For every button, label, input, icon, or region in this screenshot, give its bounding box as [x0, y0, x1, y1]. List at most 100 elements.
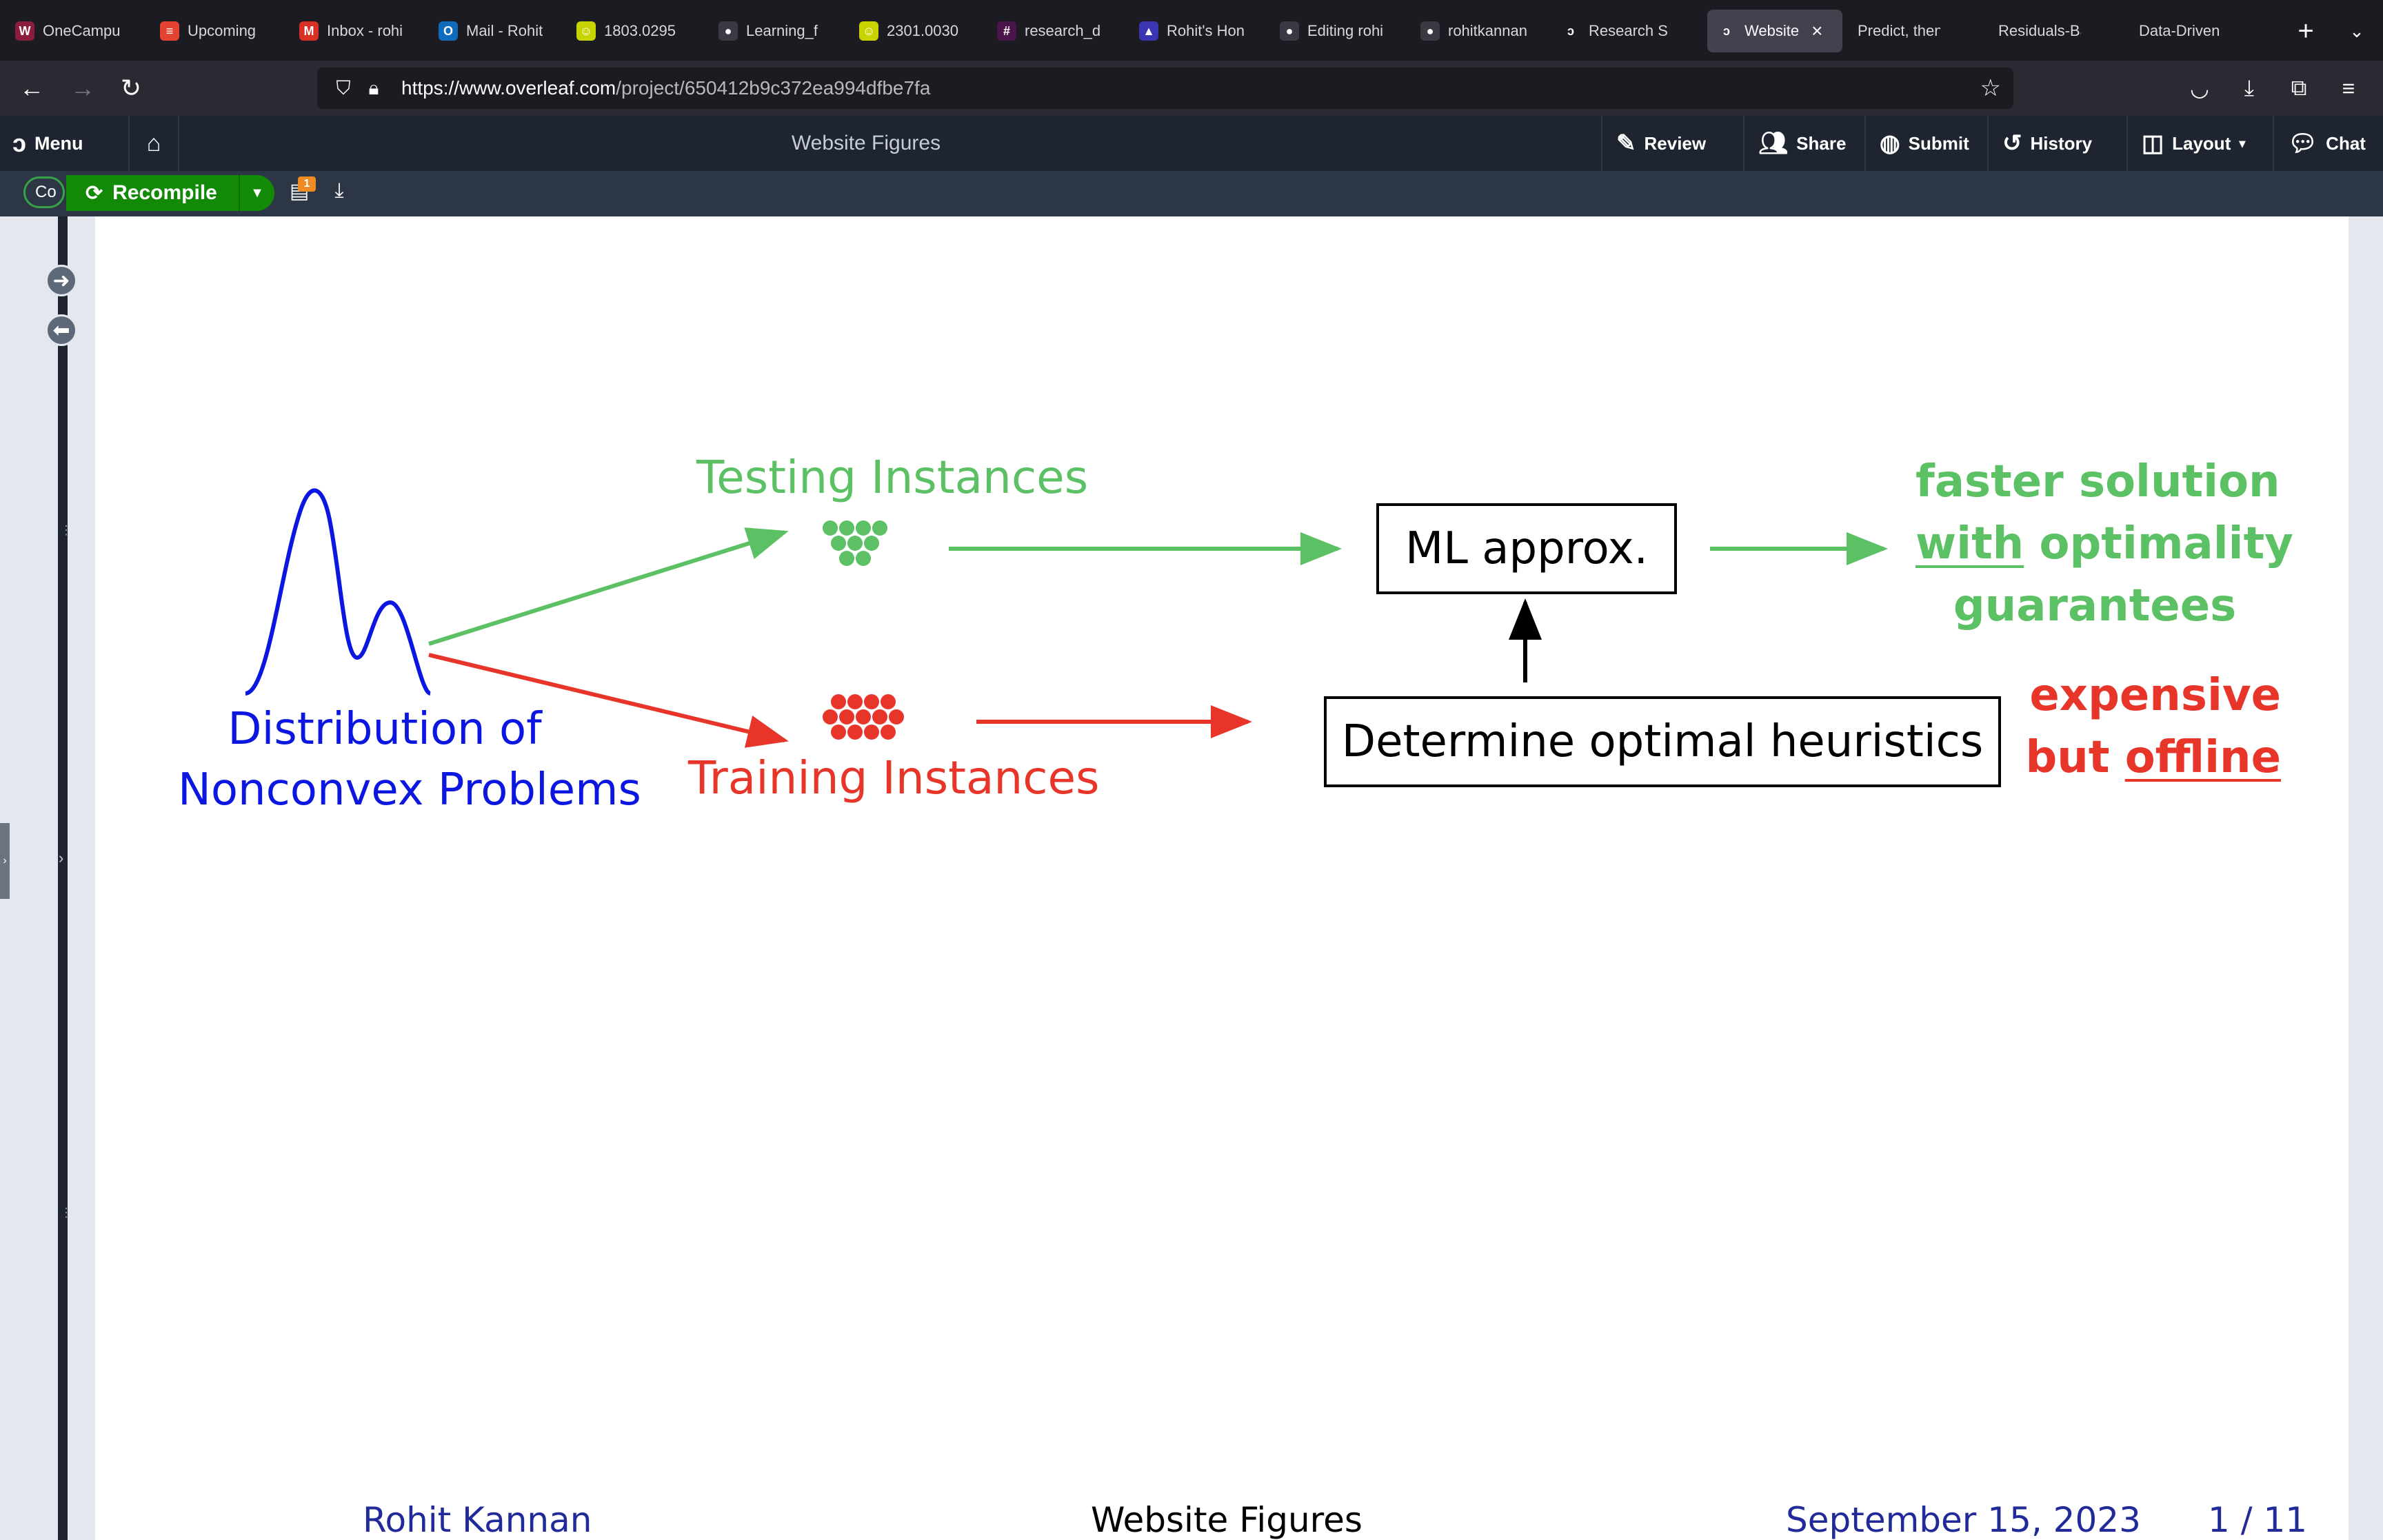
testing-instances-label: Testing Instances — [696, 451, 1089, 504]
extensions-icon[interactable]: ⧉ — [2291, 75, 2307, 100]
browser-tab[interactable]: ↄ Research S — [1551, 10, 1703, 52]
new-tab-button[interactable]: + — [2297, 15, 2314, 46]
sync-to-pdf-arrow-icon[interactable]: ➜ — [46, 265, 77, 296]
overleaf-icon: ↄ — [1561, 21, 1580, 41]
github-icon: ● — [1420, 21, 1440, 41]
home-icon[interactable]: ⌂ — [128, 116, 179, 171]
back-arrow-icon[interactable]: ← — [19, 74, 44, 102]
browser-nav-bar: ← → ↻ ⛉ 🔒︎ https://www.overleaf.com/proj… — [0, 61, 2383, 116]
pocket-icon[interactable]: ◡ — [2190, 76, 2209, 101]
forward-arrow-icon[interactable]: → — [70, 74, 95, 102]
training-instances-label: Training Instances — [688, 751, 1100, 804]
share-label: Share — [1796, 132, 1847, 154]
drag-handle-icon[interactable]: ⋮ — [60, 523, 72, 537]
share-button[interactable]: 👥︎ Share — [1751, 116, 1853, 171]
browser-tab-label: 2301.0030 — [887, 22, 958, 39]
expensive-line-2: but offline — [2019, 727, 2281, 789]
browser-tab[interactable]: ● rohitkannan — [1411, 10, 1547, 52]
arrow-to-training — [428, 653, 789, 748]
url-path: /project/650412b9c372ea994dfbe7fa — [616, 77, 931, 99]
browser-tab-label: Upcoming — [188, 22, 257, 39]
bookmark-star-icon[interactable]: ☆ — [1980, 75, 2001, 101]
browser-tab[interactable]: Residuals-Base — [1989, 10, 2125, 52]
recompile-options-caret-icon[interactable]: ▼ — [239, 175, 274, 211]
browser-tab-label: Inbox - rohi — [327, 22, 403, 39]
toolbar-divider — [1864, 116, 1866, 171]
globe-icon: ◍ — [1880, 130, 1900, 156]
distribution-line-2: Nonconvex Problems — [178, 764, 641, 815]
expensive-offline-text: expensive but offline — [2019, 665, 2281, 789]
reload-icon[interactable]: ↻ — [120, 74, 142, 102]
ml-approx-box: ML approx. — [1376, 503, 1677, 594]
browser-tab-label: Learning_f — [746, 22, 818, 39]
faster-line-3: guarantees — [1953, 580, 2237, 631]
url-bar[interactable]: ⛉ 🔒︎ https://www.overleaf.com/project/65… — [317, 68, 2013, 109]
expensive-offline-word: offline — [2124, 732, 2281, 783]
arrow-to-testing — [428, 527, 789, 646]
browser-tab-label: OneCampu — [43, 22, 121, 39]
browser-tab[interactable]: ●Editing rohi — [1270, 10, 1407, 52]
review-button[interactable]: ✎ Review — [1609, 116, 1713, 171]
pane-divider[interactable]: ⋮ › ⋮ — [58, 216, 72, 1540]
browser-tab-label: Editing rohi — [1307, 22, 1384, 39]
toolbar-divider — [1987, 116, 1989, 171]
footer-page-number: 1 / 11 — [2208, 1500, 2308, 1540]
downloads-icon[interactable]: ⤓ — [2244, 75, 2255, 100]
toolbar-divider — [1601, 116, 1602, 171]
browser-tab-label: Research S — [1589, 22, 1668, 39]
project-title[interactable]: Website Figures — [791, 132, 941, 154]
github-icon: ● — [718, 21, 738, 41]
browser-tab[interactable]: Data-Driven Sa — [2129, 10, 2274, 52]
history-button[interactable]: ↺ History — [1995, 116, 2099, 171]
browser-tab[interactable]: Predict, then s — [1848, 10, 1984, 52]
history-icon: ↺ — [2002, 130, 2022, 156]
expand-editor-handle[interactable]: › — [0, 823, 10, 899]
chevron-right-icon[interactable]: › — [59, 849, 64, 867]
browser-tab[interactable]: ☺ 2301.0030 — [849, 10, 983, 52]
distribution-line-1: Distribution of — [228, 704, 542, 755]
url-host: https://www.overleaf.com — [401, 77, 616, 99]
layout-button[interactable]: ◫ Layout ▾ — [2135, 116, 2252, 171]
browser-tab[interactable]: ≡Upcoming — [150, 10, 285, 52]
menu-button[interactable]: ↄ Menu — [12, 116, 83, 171]
pdf-toolbar: Co ⟳ Recompile ▼ ▤ 1 ⤓ — [0, 171, 2383, 216]
download-pdf-icon[interactable]: ⤓ — [334, 179, 344, 202]
browser-tab-label: rohitkannan — [1448, 22, 1527, 39]
browser-tab[interactable]: ● Learning_f — [709, 10, 845, 52]
faster-line-1: faster solution — [1916, 456, 2280, 507]
recompile-button[interactable]: ⟳ Recompile ▼ — [66, 175, 274, 211]
caret-down-icon: ▾ — [2239, 136, 2246, 150]
submit-label: Submit — [1908, 132, 1969, 154]
recompile-label: Recompile — [112, 181, 217, 204]
code-check-toggle[interactable]: Co — [23, 176, 65, 208]
url-text[interactable]: https://www.overleaf.com/project/650412b… — [401, 77, 930, 99]
browser-tab[interactable]: ☺1803.0295 — [567, 10, 705, 52]
hamburger-menu-icon[interactable]: ≡ — [2342, 75, 2355, 101]
arxiv-icon: ☺ — [859, 21, 878, 41]
browser-tab-label: Predict, then s — [1858, 22, 1940, 39]
browser-tab[interactable]: ▲Rohit's Hon — [1129, 10, 1266, 52]
list-all-tabs-icon[interactable]: ⌄ — [2349, 20, 2364, 41]
toolbar-divider — [1743, 116, 1744, 171]
close-tab-icon[interactable]: × — [1811, 20, 1823, 41]
chat-label: Chat — [2326, 132, 2366, 154]
chat-button[interactable]: 💬︎ Chat — [2281, 116, 2373, 171]
logs-badge: 1 — [298, 176, 316, 192]
toolbar-divider — [2126, 116, 2128, 171]
browser-tab[interactable]: #research_d — [987, 10, 1125, 52]
footer-title: Website Figures — [1091, 1500, 1363, 1540]
pdf-page[interactable]: Testing Instances Training Instances Dis… — [95, 216, 2349, 1540]
lock-icon[interactable]: 🔒︎ — [368, 77, 379, 99]
submit-button[interactable]: ◍ Submit — [1873, 116, 1976, 171]
refresh-icon: ⟳ — [86, 181, 103, 205]
testing-instances-dots — [823, 520, 887, 566]
sync-to-code-arrow-icon[interactable]: ⬅ — [46, 314, 77, 346]
drag-handle-icon[interactable]: ⋮ — [60, 1206, 72, 1219]
tracking-shield-icon[interactable]: ⛉ — [336, 77, 351, 99]
review-label: Review — [1644, 132, 1707, 154]
